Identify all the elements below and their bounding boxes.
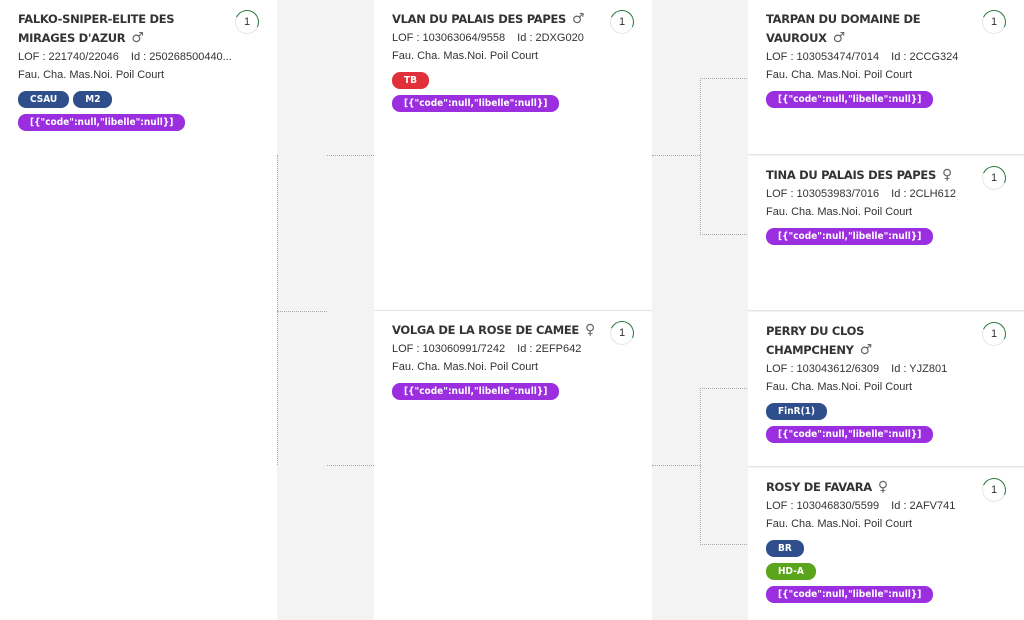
connector-gp34-v	[700, 388, 749, 545]
dog-name[interactable]: TINA DU PALAIS DES PAPES♀	[766, 167, 952, 183]
dog-name[interactable]: TARPAN DU DOMAINE DE VAUROUX♂	[766, 12, 921, 46]
dog-card-paternal-grandfather[interactable]: 1 TARPAN DU DOMAINE DE VAUROUX♂ LOF : 10…	[748, 0, 1024, 155]
dog-color: Fau. Cha. Mas.Noi. Poil Court	[766, 518, 913, 530]
tag-badge: M2	[73, 91, 113, 108]
tag-badge: CSAU	[18, 91, 70, 108]
json-tag-badge: [{"code":null,"libelle":null}]	[766, 228, 934, 245]
json-tag-badge: [{"code":null,"libelle":null}]	[766, 586, 934, 603]
count-badge: 1	[982, 10, 1006, 34]
dog-card-maternal-grandfather[interactable]: 1 PERRY DU CLOS CHAMPCHENY♂ LOF : 103043…	[748, 312, 1024, 467]
json-tag-badge: [{"code":null,"libelle":null}]	[392, 95, 560, 112]
male-icon: ♂	[572, 11, 585, 27]
male-icon: ♂	[832, 30, 846, 46]
json-tag-badge: [{"code":null,"libelle":null}]	[766, 426, 934, 443]
connector-mother-right	[652, 465, 700, 466]
json-tag-badge: [{"code":null,"libelle":null}]	[392, 383, 560, 400]
dog-name[interactable]: PERRY DU CLOS CHAMPCHENY♂	[766, 324, 873, 358]
count-badge: 1	[982, 322, 1006, 346]
count-badge: 1	[610, 321, 634, 345]
count-badge: 1	[982, 478, 1006, 502]
dog-name[interactable]: FALKO-SNIPER-ELITE DES MIRAGES D'AZUR♂	[18, 12, 175, 46]
dog-name[interactable]: VLAN DU PALAIS DES PAPES♂	[392, 11, 585, 27]
connector-mother-bottom	[327, 465, 374, 466]
dog-color: Fau. Cha. Mas.Noi. Poil Court	[766, 381, 913, 393]
female-icon: ♀	[877, 479, 888, 495]
dog-color: Fau. Cha. Mas.Noi. Poil Court	[392, 50, 539, 62]
tag-badge: FinR(1)	[766, 403, 828, 420]
dog-color: Fau. Cha. Mas.Noi. Poil Court	[18, 69, 165, 81]
dog-card-mother[interactable]: 1 VOLGA DE LA ROSE DE CAMEE♀ LOF : 10306…	[374, 311, 652, 620]
tag-badge: BR	[766, 540, 804, 557]
female-icon: ♀	[584, 322, 595, 338]
dog-color: Fau. Cha. Mas.Noi. Poil Court	[392, 361, 539, 373]
dog-card-paternal-grandmother[interactable]: 1 TINA DU PALAIS DES PAPES♀ LOF : 103053…	[748, 156, 1024, 311]
tag-badge: HD-A	[766, 563, 816, 580]
dog-name[interactable]: VOLGA DE LA ROSE DE CAMEE♀	[392, 322, 595, 338]
connector-sire-h	[277, 311, 327, 312]
json-tag-badge: [{"code":null,"libelle":null}]	[18, 114, 186, 131]
dog-card-sire[interactable]: 1 FALKO-SNIPER-ELITE DES MIRAGES D'AZUR♂…	[0, 0, 277, 620]
connector-father-top	[327, 155, 374, 156]
dog-card-father[interactable]: 1 VLAN DU PALAIS DES PAPES♂ LOF : 103063…	[374, 0, 652, 311]
connector-sire	[277, 155, 328, 465]
male-icon: ♂	[859, 342, 873, 358]
tag-badge: TB	[392, 72, 429, 89]
count-badge: 1	[982, 166, 1006, 190]
dog-name[interactable]: ROSY DE FAVARA♀	[766, 479, 888, 495]
female-icon: ♀	[941, 167, 952, 183]
dog-color: Fau. Cha. Mas.Noi. Poil Court	[766, 206, 913, 218]
dog-color: Fau. Cha. Mas.Noi. Poil Court	[766, 69, 913, 81]
male-icon: ♂	[131, 30, 144, 46]
count-badge: 1	[235, 10, 259, 34]
json-tag-badge: [{"code":null,"libelle":null}]	[766, 91, 934, 108]
count-badge: 1	[610, 10, 634, 34]
connector-gp12-v	[700, 78, 749, 235]
connector-father-right	[652, 155, 700, 156]
